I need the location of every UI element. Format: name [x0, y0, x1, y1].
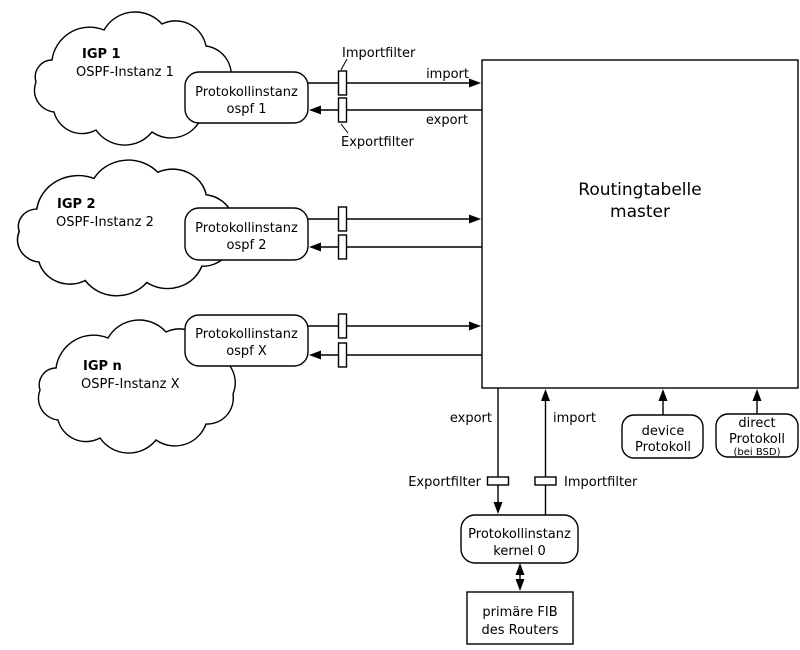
device-label-2: Protokoll [635, 440, 691, 455]
import-filter-icon [337, 206, 348, 232]
protocol-type: Protokollinstanz [195, 85, 298, 100]
protocol-type: Protokollinstanz [195, 327, 298, 342]
cloud-title: IGP 2 [57, 197, 96, 212]
direct-protocol: direct Protokoll (bei BSD) [715, 389, 799, 458]
protocol-instance: ospf 1 [227, 102, 267, 117]
device-label-1: device [642, 424, 685, 439]
direct-label-3: (bei BSD) [734, 447, 781, 458]
export-filter-icon [337, 97, 348, 123]
device-arrowhead-icon [658, 389, 668, 401]
routing-table-title: Routingtabelle [578, 180, 701, 200]
kernel-fib-link [515, 563, 525, 591]
cloud-subtitle: OSPF-Instanz X [81, 377, 180, 392]
routing-table-box: Routingtabelle master [481, 59, 799, 389]
protocol-box-ospf-x: Protokollinstanz ospf X [184, 314, 309, 367]
protocol-instance: ospf X [226, 344, 267, 359]
protocol-rect [184, 207, 309, 261]
export-arrowhead-icon [309, 105, 321, 115]
cloud-igp-n: IGP n OSPF-Instanz X [37, 319, 236, 454]
export-arrowhead-icon [309, 242, 321, 252]
direct-arrowhead-icon [752, 389, 762, 401]
cloud-igp-1: IGP 1 OSPF-Instanz 1 [33, 11, 232, 146]
import-arrowhead-icon [469, 214, 481, 224]
protocol-rect [184, 314, 309, 367]
device-protocol: device Protokoll [621, 389, 704, 459]
export-flow-label: export [450, 411, 492, 426]
fib-label-2: des Routers [481, 623, 558, 638]
routing-table-subtitle: master [610, 202, 670, 222]
direct-label-2: Protokoll [729, 432, 785, 447]
exportfilter-label: Exportfilter [408, 475, 481, 490]
routing-table-rect [481, 59, 799, 389]
export-arrowhead-icon [493, 502, 503, 514]
kernel-type: Protokollinstanz [468, 527, 571, 542]
cloud-title: IGP n [83, 359, 122, 374]
direct-rect [715, 413, 799, 458]
fib-box: primäre FIB des Routers [466, 591, 574, 645]
import-arrowhead-icon [541, 389, 550, 401]
exportfilter-label: Exportfilter [341, 135, 414, 150]
cloud-igp-2: IGP 2 OSPF-Instanz 2 [16, 159, 235, 297]
import-flow-label: import [553, 411, 596, 426]
up-arrowhead-icon [515, 563, 525, 575]
cloud-subtitle: OSPF-Instanz 1 [76, 65, 174, 80]
protocol-type: Protokollinstanz [195, 221, 298, 236]
device-rect [621, 414, 704, 459]
master-kernel-links: export import Exportfilter Importfilter [408, 388, 638, 515]
down-arrowhead-icon [515, 579, 525, 591]
export-filter-icon [337, 234, 348, 260]
protocol-rect [184, 71, 309, 124]
import-filter-icon [337, 70, 348, 96]
direct-label-1: direct [738, 416, 775, 431]
fib-label-1: primäre FIB [482, 605, 557, 620]
cloud-subtitle: OSPF-Instanz 2 [56, 215, 154, 230]
export-filter-icon [486, 476, 510, 486]
importfilter-callout-line [340, 58, 348, 71]
import-arrowhead-icon [469, 321, 481, 331]
importfilter-label: Importfilter [564, 475, 638, 490]
import-filter-icon [337, 313, 348, 339]
importfilter-label: Importfilter [342, 46, 416, 61]
row-ospf-1-links: Importfilter Exportfilter import export [308, 46, 482, 150]
import-filter-icon [534, 476, 557, 486]
import-arrowhead-icon [469, 78, 481, 88]
cloud-title: IGP 1 [82, 47, 121, 62]
fib-rect [466, 591, 574, 645]
kernel-rect [460, 514, 579, 564]
protocol-instance: ospf 2 [227, 238, 267, 253]
export-filter-icon [337, 342, 348, 368]
exportfilter-callout-line [340, 123, 349, 134]
export-arrowhead-icon [309, 350, 321, 360]
row-ospf-x-links [308, 313, 482, 368]
kernel-protocol: Protokollinstanz kernel 0 [460, 514, 579, 564]
protocol-box-ospf-2: Protokollinstanz ospf 2 [184, 207, 309, 261]
import-flow-label: import [426, 67, 469, 82]
row-ospf-2-links [308, 206, 482, 260]
export-flow-label: export [426, 113, 468, 128]
protocol-box-ospf-1: Protokollinstanz ospf 1 [184, 71, 309, 124]
kernel-instance: kernel 0 [493, 544, 545, 559]
